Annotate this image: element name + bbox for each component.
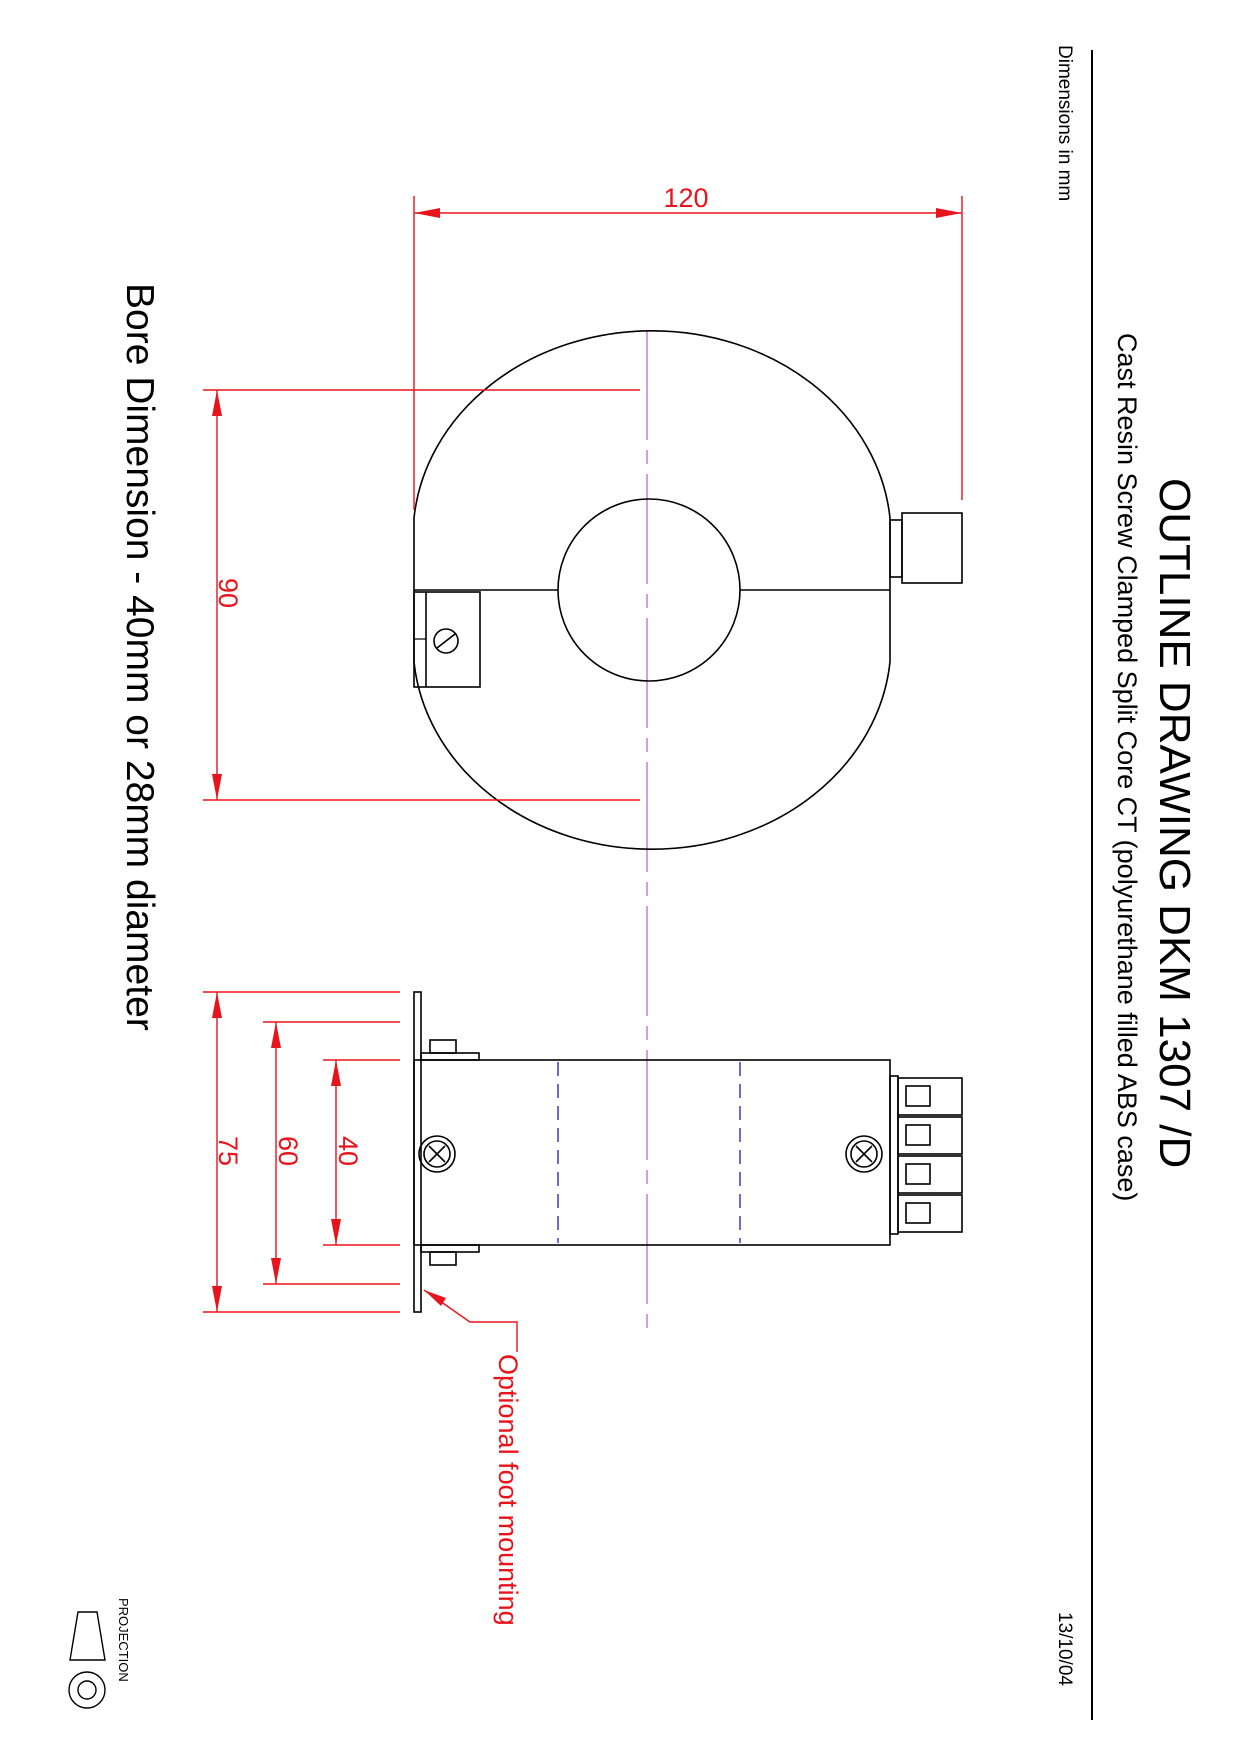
- projection-outer-circle: [68, 1671, 106, 1709]
- dim-90-label: 90: [213, 578, 243, 608]
- dim-40-arrow-bottom: [331, 1219, 341, 1245]
- dim-75-arrow-top: [212, 992, 222, 1018]
- terminal-3-slot: [905, 1163, 931, 1185]
- clamp-screw-slot: [436, 633, 456, 649]
- foot-screw-top: [429, 1039, 457, 1054]
- projection-symbol: [68, 1611, 106, 1709]
- bore-note: Bore Dimension - 40mm or 28mm diameter: [118, 283, 161, 1031]
- side-body-outline: [413, 1059, 891, 1246]
- foot-bracket-bottom: [420, 1244, 480, 1253]
- drawing-date: 13/10/04: [1054, 1612, 1075, 1686]
- units-note: Dimensions in mm: [1054, 45, 1075, 201]
- dim-90-arrow-bottom: [212, 774, 222, 800]
- projection-inner-circle: [77, 1680, 97, 1700]
- foot-mounting-note: Optional foot mounting: [493, 1354, 523, 1626]
- bore-circle: [557, 498, 741, 682]
- terminal-block: [901, 512, 963, 584]
- side-screw-left-inner: [423, 1140, 451, 1168]
- foot-screw-bottom: [429, 1251, 457, 1266]
- terminal-3: [897, 1155, 963, 1194]
- terminal-strip-base: [889, 1075, 899, 1235]
- side-screw-right-inner: [850, 1140, 878, 1168]
- dim-60-arrow-top: [271, 1022, 281, 1048]
- terminal-4: [897, 1194, 963, 1233]
- ct-body-outline: [413, 330, 891, 850]
- side-screw-left-icon: [418, 1135, 456, 1173]
- foot-bracket-top: [420, 1052, 480, 1061]
- dim-60-label: 60: [273, 1136, 303, 1166]
- terminal-2-slot: [905, 1124, 931, 1146]
- dim-120-arrow-left: [414, 208, 440, 218]
- dim-75-label: 75: [213, 1136, 243, 1166]
- foot-leader-arrow: [424, 1290, 446, 1306]
- drawing-subtitle: Cast Resin Screw Clamped Split Core CT (…: [1112, 333, 1142, 1201]
- projection-cone-icon: [69, 1611, 106, 1661]
- foot-plate: [413, 991, 422, 1313]
- terminal-1-slot: [905, 1085, 931, 1107]
- side-screw-right-icon: [845, 1135, 883, 1173]
- side-screw-right-cross-b: [855, 1145, 873, 1163]
- terminal-4-slot: [905, 1202, 931, 1224]
- dim-75-arrow-bottom: [212, 1286, 222, 1312]
- side-view: 75 60 40: [203, 991, 963, 1352]
- drawing-title: OUTLINE DRAWING DKM 1307 /D: [1150, 478, 1199, 1168]
- projection-label: PROJECTION: [116, 1598, 131, 1682]
- terminal-block-base: [889, 519, 903, 578]
- foot-leader-line: [423, 1289, 518, 1352]
- front-view: 120 90: [203, 183, 963, 1335]
- dim-60-arrow-bottom: [271, 1258, 281, 1284]
- dim-90-arrow-top: [212, 390, 222, 416]
- side-screw-left-cross-b: [428, 1145, 446, 1163]
- dim-40-arrow-top: [331, 1060, 341, 1086]
- dim-120-label: 120: [663, 183, 708, 213]
- terminal-1: [897, 1077, 963, 1116]
- terminal-2: [897, 1116, 963, 1155]
- clamp-screw-icon: [433, 628, 459, 654]
- dim-40-label: 40: [333, 1136, 363, 1166]
- dim-120-arrow-right: [936, 208, 962, 218]
- terminal-strip: [889, 1075, 963, 1235]
